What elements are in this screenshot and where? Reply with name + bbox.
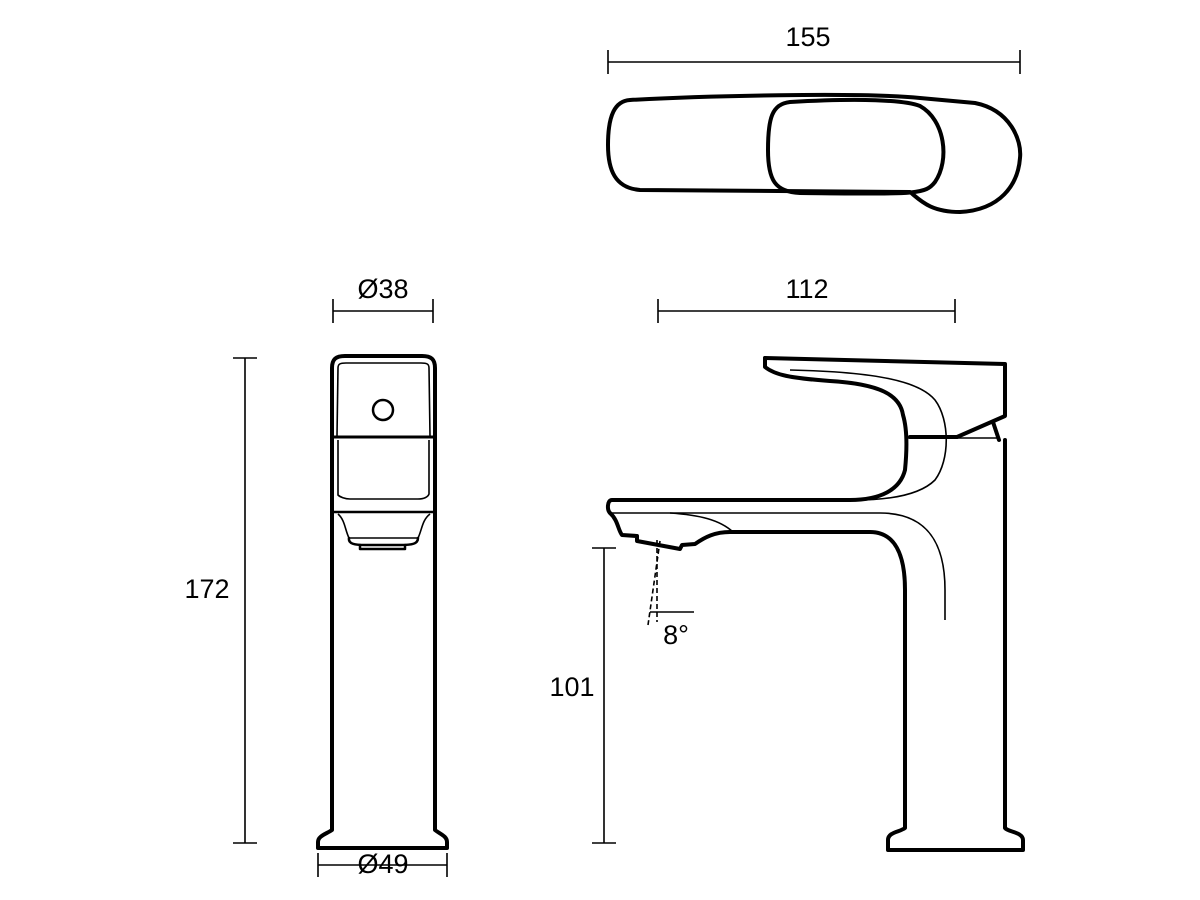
dimension-155: 155 bbox=[785, 22, 830, 52]
dimension-diameter-38: Ø38 bbox=[357, 274, 408, 304]
front-view bbox=[316, 354, 449, 850]
dimension-lines bbox=[233, 50, 1021, 877]
dimension-112: 112 bbox=[785, 274, 828, 304]
side-view bbox=[605, 356, 1025, 852]
dimension-diameter-49: Ø49 bbox=[357, 849, 408, 879]
dimension-172: 172 bbox=[184, 574, 229, 604]
dimension-101: 101 bbox=[549, 672, 594, 702]
top-view bbox=[606, 92, 1023, 214]
dimension-angle-8: 8° bbox=[663, 620, 689, 650]
